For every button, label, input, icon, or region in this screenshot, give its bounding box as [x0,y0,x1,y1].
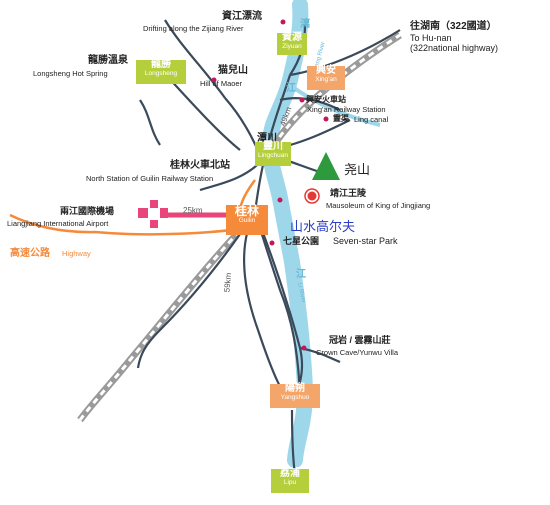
highway-zh: 高速公路 [10,248,50,259]
lingqu-zh: 靈渠 [333,114,349,123]
sevenstar-zh: 七星公園 [283,236,320,246]
hunan-zh: 往湖南（322國道） [410,21,497,32]
airport-en: Liangjiang International Airport [7,219,109,228]
golf-label: 山水高尔夫 [290,219,356,234]
mountain-icon [312,152,340,180]
mausoleum-zh: 靖江王陵 [330,188,367,198]
town-xingan-en: Xing'an [315,75,337,83]
hotspring-en: Longsheng Hot Spring [33,69,108,78]
mausoleum-en: Mausoleum of King of Jingjiang [326,201,431,210]
town-lipu-zh: 荔浦 [280,468,300,479]
town-lingchuan-en: Lingchuan [258,151,288,159]
town-yangshuo-zh: 陽朔 [285,383,305,394]
town-yangshuo-en: Yangshuo [280,393,310,401]
town-lingchuan[interactable]: 靈川 Lingchuan [255,141,291,166]
town-yangshuo[interactable]: 陽朔 Yangshuo [270,383,320,408]
road-network [136,19,401,476]
golf-marker-icon [304,188,320,204]
maoer-en: Hill of Maoer [200,79,243,88]
distance-25km: 25km [183,206,203,215]
zijiang-en: Drifting along the Zijiang River [143,24,244,33]
lingqu-en: Ling canal [354,115,389,124]
xingan-station-en: Xing'an Railway Station [307,105,386,114]
town-guilin-en: Guilin [238,216,256,224]
maoer-zh: 猫兒山 [218,65,248,76]
river-label-li: 漓 [300,19,310,30]
north-station-zh: 桂林火車北站 [170,160,230,171]
railway-southwest [77,212,258,423]
town-lingchuan-zh: 靈川 [263,141,283,152]
town-xingan[interactable]: 興安 Xing'an [307,65,345,90]
crown-en: Crown Cave/Yunwu Villa [316,348,398,357]
town-longsheng-zh: 龍勝 [151,59,171,70]
yaoshan-label: 尧山 [344,162,371,177]
river-label-jiang: 江 [286,83,296,94]
hotspring-zh: 龍勝溫泉 [88,55,128,66]
crown-zh: 冠岩 / 雲霧山莊 [329,335,391,345]
xingan-station-zh: 興安火車站 [306,95,346,104]
town-lipu[interactable]: 荔浦 Lipu [271,468,309,493]
town-longsheng[interactable]: 龍勝 Longsheng [136,59,186,84]
sevenstar-en: Seven-star Park [333,236,398,246]
town-longsheng-en: Longsheng [144,69,178,77]
hunan-en-1: To Hu-nan [410,33,452,43]
town-xingan-zh: 興安 [316,65,336,76]
town-lipu-en: Lipu [283,478,297,486]
town-ziyuan[interactable]: 資源 Ziyuan [277,32,307,55]
town-ziyuan-en: Ziyuan [282,42,302,50]
ling-canal [288,83,381,127]
highway-en: Highway [62,249,91,258]
north-station-en: North Station of Guilin Railway Station [86,174,214,183]
river-label-jiang-south: 江 [296,269,306,280]
town-guilin-zh: 桂林 [234,204,259,218]
town-ziyuan-zh: 資源 [282,32,302,43]
tanchuan-zh: 潭川 [257,133,277,144]
airport-zh: 兩江國際機場 [60,206,115,216]
zijiang-zh: 資江漂流 [222,11,262,22]
distance-59km: 59km [222,272,234,293]
airport-icon [138,200,168,228]
town-guilin[interactable]: 桂林 Guilin [226,205,268,235]
hunan-en-2: (322national highway) [410,43,499,53]
